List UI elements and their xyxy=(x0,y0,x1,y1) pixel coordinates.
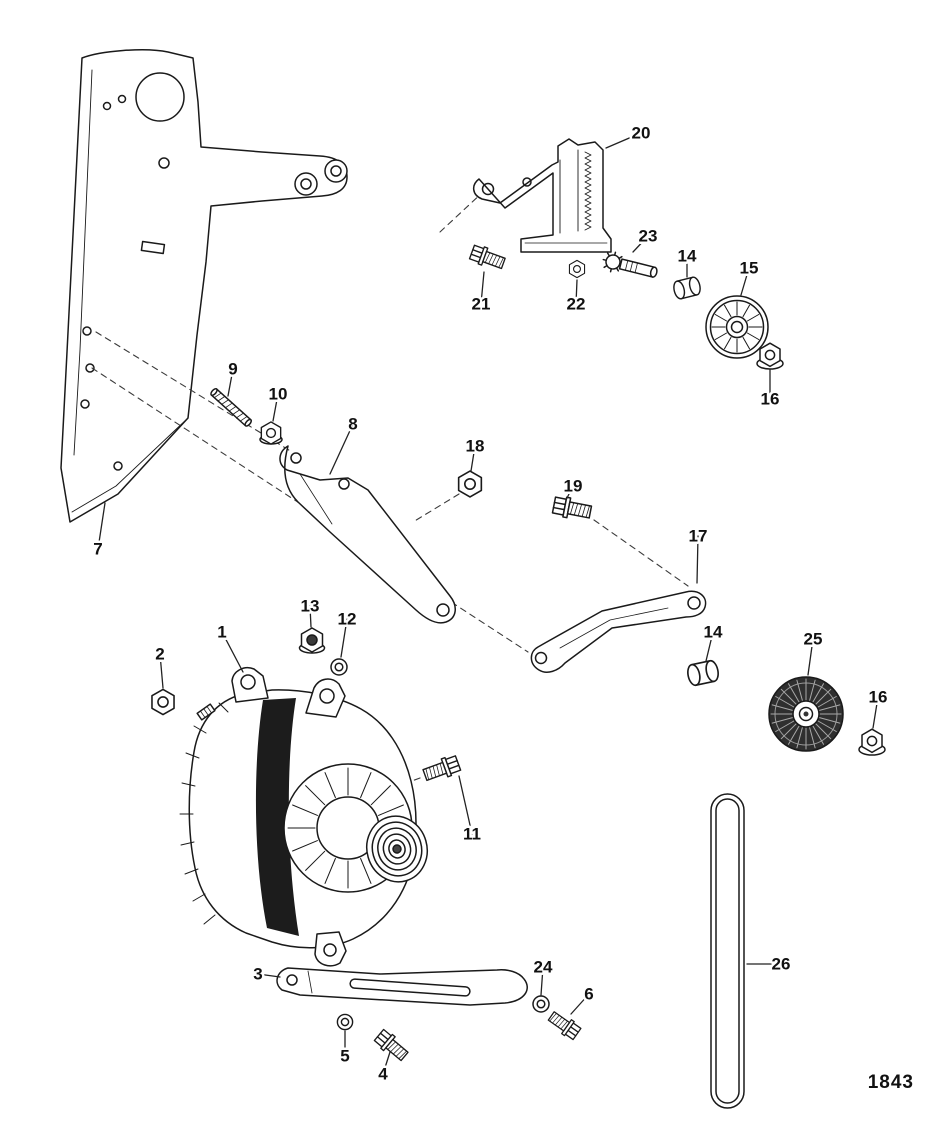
callout-label-3-brace-bracket: 3 xyxy=(253,965,262,984)
callout-leader-7 xyxy=(97,502,106,550)
part-16-flange-nut-lower xyxy=(858,728,886,756)
callout-label-22-nut: 22 xyxy=(567,295,586,314)
callout-label-10-nut: 10 xyxy=(269,385,288,404)
callout-leader-18 xyxy=(470,445,476,472)
callout-label-12-washer: 12 xyxy=(338,610,357,629)
callout-leader-3 xyxy=(257,973,281,978)
callout-leader-21 xyxy=(480,271,485,305)
part-11-bolt xyxy=(421,753,462,785)
callout-label-25-idler-pulley-ribbed: 25 xyxy=(804,630,823,649)
callout-label-21-bolt: 21 xyxy=(472,295,491,314)
part-2-nut xyxy=(151,688,175,716)
callout-leader-8 xyxy=(329,423,354,475)
callout-label-19-bolt: 19 xyxy=(564,477,583,496)
part-5-washer xyxy=(336,1013,354,1031)
callout-label-20-tensioner-bracket: 20 xyxy=(632,124,651,143)
callout-label-15-idler-pulley: 15 xyxy=(740,259,759,278)
callout-label-14-spacer: 14 xyxy=(704,623,723,642)
callout-leader-23 xyxy=(632,235,649,253)
part-24-washer xyxy=(532,995,550,1013)
callout-label-14-spacer: 14 xyxy=(678,247,697,266)
part-18-nut xyxy=(457,470,483,498)
part-26-serpentine-belt xyxy=(710,793,745,1109)
part-10-nut xyxy=(259,421,283,445)
callout-label-13-locknut: 13 xyxy=(301,597,320,616)
part-20-tensioner-bracket xyxy=(473,138,612,253)
callout-label-5-washer: 5 xyxy=(340,1047,349,1066)
callout-leader-10 xyxy=(272,393,279,422)
callout-leader-22 xyxy=(575,279,578,305)
callout-label-7-large-mounting-bracket: 7 xyxy=(93,540,102,559)
callout-label-16-flange-nut: 16 xyxy=(761,390,780,409)
part-19-bolt xyxy=(551,494,593,523)
callout-label-18-nut: 18 xyxy=(466,437,485,456)
callout-label-9-stud-bolt: 9 xyxy=(228,360,237,379)
callout-leader-9 xyxy=(227,368,234,397)
callout-label-2-nut: 2 xyxy=(155,645,164,664)
part-22-nut xyxy=(568,259,586,279)
part-3-brace-bracket xyxy=(276,967,528,1006)
part-13-locknut-washer xyxy=(298,627,326,654)
callout-leader-25 xyxy=(807,638,814,676)
callout-leader-4 xyxy=(382,1051,391,1075)
callout-label-24-washer: 24 xyxy=(534,958,553,977)
part-21-bolt xyxy=(468,242,508,273)
part-6-bolt xyxy=(545,1008,583,1042)
callout-leader-1 xyxy=(221,631,244,673)
part-25-idler-pulley-ribbed xyxy=(768,676,844,752)
callout-leader-2 xyxy=(159,653,164,689)
part-23-stud-and-lockwasher xyxy=(602,251,658,278)
callout-leader-19 xyxy=(565,485,574,501)
callout-leader-14 xyxy=(705,631,714,662)
part-14-spacer-upper xyxy=(671,275,703,301)
part-7-large-mounting-bracket xyxy=(60,49,348,523)
callout-leader-12 xyxy=(340,618,348,658)
callout-label-4-bolt: 4 xyxy=(378,1065,388,1084)
callout-leader-16 xyxy=(872,696,879,729)
callout-label-23-stud-with-lockwasher: 23 xyxy=(639,227,658,246)
part-15-idler-pulley xyxy=(705,295,769,359)
callout-label-11-bolt: 11 xyxy=(463,825,481,844)
part-1-alternator xyxy=(179,667,428,967)
callout-label-8-support-bracket: 8 xyxy=(348,415,357,434)
part-12-washer xyxy=(330,658,348,676)
part-17-support-arm xyxy=(530,590,707,673)
callout-leader-20 xyxy=(605,132,642,149)
part-4-bolt xyxy=(372,1027,411,1064)
figure-number: 1843 xyxy=(867,1072,914,1093)
callout-label-17-support-arm: 17 xyxy=(689,527,708,546)
callout-leader-6 xyxy=(570,993,590,1015)
callout-label-1-alternator: 1 xyxy=(217,623,226,642)
callout-label-16-flange-nut: 16 xyxy=(869,688,888,707)
callout-leader-24 xyxy=(540,966,544,996)
part-14-spacer-lower xyxy=(685,658,721,688)
callout-leader-17 xyxy=(696,535,699,584)
callout-label-26-serpentine-belt: 26 xyxy=(772,955,791,974)
callout-leader-15 xyxy=(740,267,750,296)
callout-leader-13 xyxy=(309,605,312,628)
callout-leader-lines xyxy=(97,132,879,1075)
part-9-stud-bolt xyxy=(210,387,252,427)
callout-label-6-bolt: 6 xyxy=(584,985,593,1004)
part-8-support-bracket xyxy=(279,445,456,624)
callout-leader-11 xyxy=(458,775,473,835)
